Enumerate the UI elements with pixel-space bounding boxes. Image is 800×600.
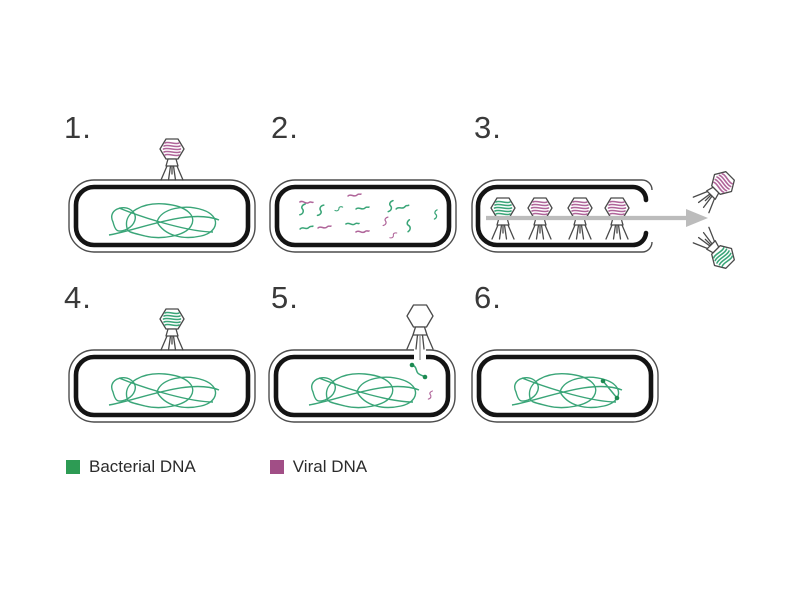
step-label-1: 1. bbox=[64, 110, 92, 145]
step4-bacterium-cell bbox=[69, 350, 255, 422]
release-arrow-icon bbox=[486, 209, 708, 227]
step4-phage-icon bbox=[159, 308, 185, 351]
injected-dna-fragment bbox=[409, 362, 428, 380]
step2-bacterium-cell bbox=[270, 180, 456, 252]
legend-label: Viral DNA bbox=[292, 457, 368, 476]
step5-bacterium-cell bbox=[269, 336, 455, 422]
legend-item-viral-dna: Viral DNA bbox=[269, 457, 368, 477]
legend-item-bacterial-dna: Bacterial DNA bbox=[66, 457, 196, 477]
legend-label: Bacterial DNA bbox=[89, 457, 196, 476]
step-label-4: 4. bbox=[64, 280, 92, 315]
step-label-6: 6. bbox=[474, 280, 502, 315]
step5-empty-phage-icon bbox=[406, 304, 434, 350]
released-phage-viral-icon bbox=[691, 166, 740, 215]
step-label-2: 2. bbox=[271, 110, 299, 145]
legend: Bacterial DNA Viral DNA bbox=[66, 457, 367, 477]
released-phage-transducing-icon bbox=[691, 225, 740, 274]
step1-phage-icon bbox=[159, 138, 185, 181]
step1-bacterium-cell bbox=[69, 180, 255, 252]
step-label-5: 5. bbox=[271, 280, 299, 315]
viral-dna-swatch-icon bbox=[269, 460, 284, 474]
step-label-3: 3. bbox=[474, 110, 502, 145]
recombined-dna-segment bbox=[600, 378, 620, 401]
step6-bacterium-cell bbox=[472, 350, 658, 422]
bacterial-dna-swatch-icon bbox=[66, 460, 80, 474]
